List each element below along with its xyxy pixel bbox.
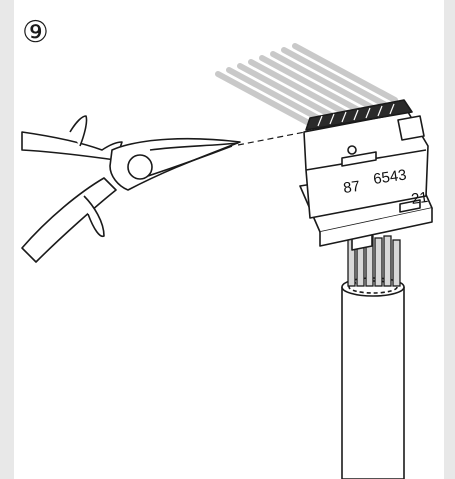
wire-bundle-icon	[347, 233, 401, 287]
diagonal-cutter-icon	[21, 115, 241, 263]
cable-icon	[341, 277, 405, 479]
step-number: ⑨	[22, 15, 49, 50]
pin-label-6543: 6543	[372, 166, 407, 187]
modular-connector-icon	[299, 99, 433, 251]
pin-label-21: 21	[410, 189, 429, 208]
wire-stubs	[215, 43, 398, 131]
pin-label-87: 87	[342, 178, 361, 197]
